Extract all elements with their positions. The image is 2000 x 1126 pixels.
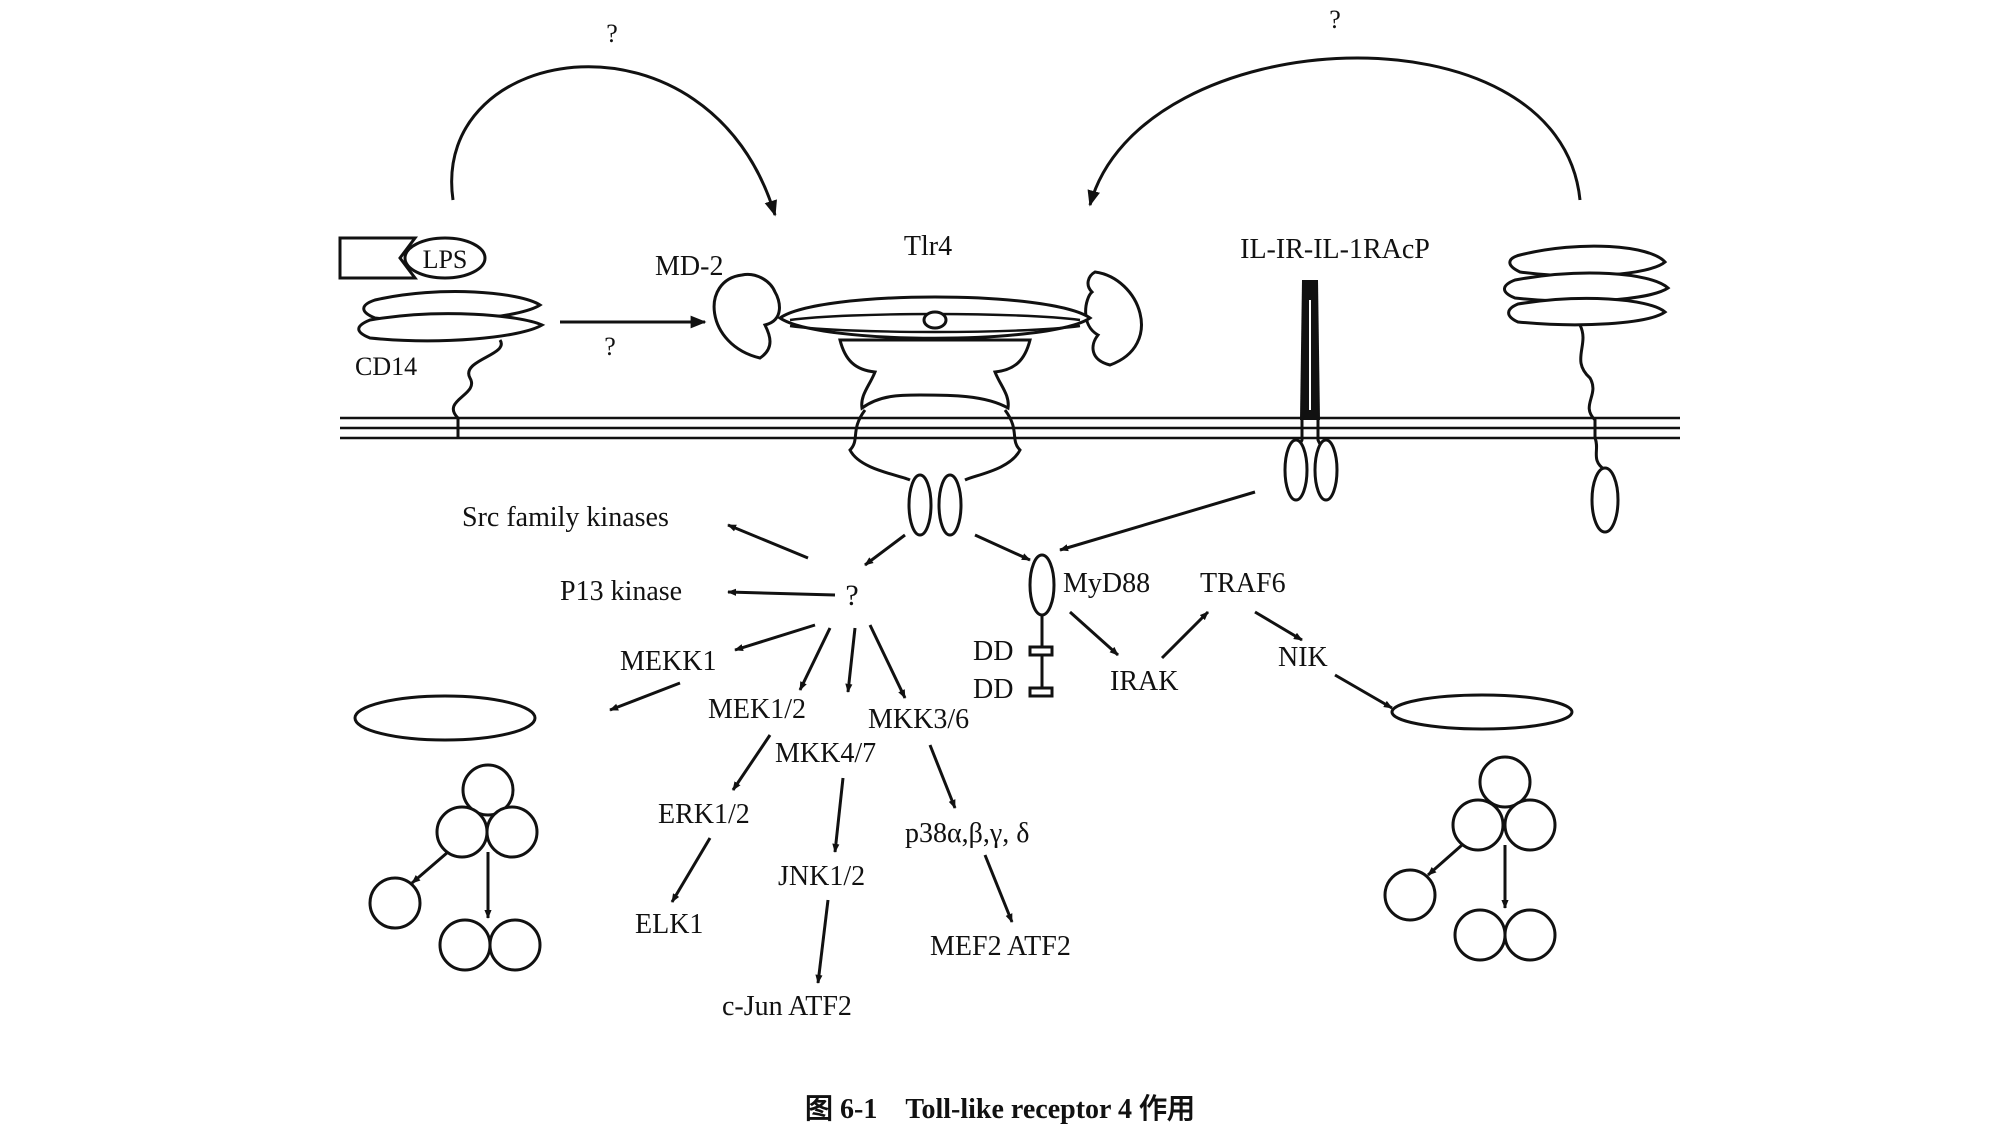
il1r-receptor bbox=[1283, 280, 1339, 502]
feedback-arrow-right bbox=[1087, 56, 1582, 207]
il1r-to-myd88-arrow bbox=[1059, 490, 1256, 552]
myd88-to-irak-arrow bbox=[1068, 610, 1120, 657]
traf6-to-nik-arrow bbox=[1254, 610, 1303, 642]
md2-left-shape bbox=[712, 272, 781, 360]
p38-label: p38α,β,γ, δ bbox=[905, 818, 1029, 849]
tlr4-receptor bbox=[777, 295, 1093, 537]
erk12-label: ERK1/2 bbox=[658, 799, 750, 830]
myd88-label: MyD88 bbox=[1063, 568, 1150, 599]
right-complex-circles bbox=[1383, 755, 1557, 962]
mkk36-label: MKK3/6 bbox=[868, 704, 969, 735]
right-receptor bbox=[1503, 244, 1671, 534]
question-center: ? bbox=[845, 579, 858, 612]
tlr4-to-q-arrow bbox=[864, 533, 906, 567]
right-complex-ellipse bbox=[1390, 693, 1574, 731]
question-top-right: ? bbox=[1329, 5, 1341, 34]
mek12-label: MEK1/2 bbox=[708, 694, 806, 725]
tlr4-to-myd88-arrow bbox=[974, 533, 1031, 562]
nik-to-complex-arrow bbox=[1334, 673, 1393, 710]
dd-label-1: DD bbox=[973, 636, 1013, 667]
jnk12-to-cjun-arrow bbox=[815, 899, 830, 984]
traf6-label: TRAF6 bbox=[1200, 568, 1286, 599]
lps-ellipse bbox=[403, 236, 487, 280]
question-top-left: ? bbox=[606, 19, 618, 48]
mkk36-to-p38-arrow bbox=[928, 744, 957, 809]
q-to-mek12-arrow bbox=[798, 627, 832, 691]
cd14-label: CD14 bbox=[355, 352, 417, 381]
cjunatf2-label: c-Jun ATF2 bbox=[722, 991, 852, 1022]
dd-connector bbox=[1028, 615, 1054, 698]
src-label: Src family kinases bbox=[462, 502, 669, 533]
left-complex-ellipse bbox=[353, 694, 537, 742]
q-to-src-arrow bbox=[727, 523, 809, 560]
cd14-receptor bbox=[357, 290, 546, 438]
mekk1-to-complex-arrow bbox=[609, 681, 681, 712]
p13-label: P13 kinase bbox=[560, 576, 682, 607]
mekk1-label: MEKK1 bbox=[620, 646, 716, 677]
nik-label: NIK bbox=[1278, 642, 1328, 673]
tlr4-label: Tlr4 bbox=[904, 231, 952, 262]
mek12-to-erk12-arrow bbox=[731, 734, 772, 791]
figure-caption: 图 6-1 Toll-like receptor 4 作用 bbox=[805, 1093, 1195, 1125]
q-to-mkk36-arrow bbox=[868, 624, 907, 699]
myd88-shape bbox=[1028, 553, 1056, 617]
lps-pentagon-shape bbox=[338, 236, 418, 280]
irak-label: IRAK bbox=[1110, 666, 1178, 697]
p38-to-mef2-arrow bbox=[983, 854, 1014, 923]
elk1-label: ELK1 bbox=[635, 909, 703, 940]
q-to-mekk1-arrow bbox=[734, 623, 816, 652]
md2-label: MD-2 bbox=[655, 251, 723, 282]
mkk47-to-jnk12-arrow bbox=[832, 777, 845, 853]
jnk12-label: JNK1/2 bbox=[778, 861, 865, 892]
question-cd14-md2: ? bbox=[604, 332, 616, 361]
lps-label: LPS bbox=[423, 245, 468, 274]
md2-right-shape bbox=[1084, 270, 1143, 367]
il1r-label: IL-IR-IL-1RAcP bbox=[1240, 234, 1430, 265]
irak-to-traf6-arrow bbox=[1160, 610, 1210, 660]
dd-label-2: DD bbox=[973, 674, 1013, 705]
q-to-p13-arrow bbox=[727, 588, 836, 597]
mef2atf2-label: MEF2 ATF2 bbox=[930, 931, 1071, 962]
mkk47-label: MKK4/7 bbox=[775, 738, 876, 769]
feedback-arrow-left bbox=[450, 65, 777, 217]
erk12-to-elk1-arrow bbox=[670, 837, 712, 903]
left-complex-circles bbox=[368, 763, 542, 972]
q-to-mkk47-arrow bbox=[845, 627, 857, 693]
